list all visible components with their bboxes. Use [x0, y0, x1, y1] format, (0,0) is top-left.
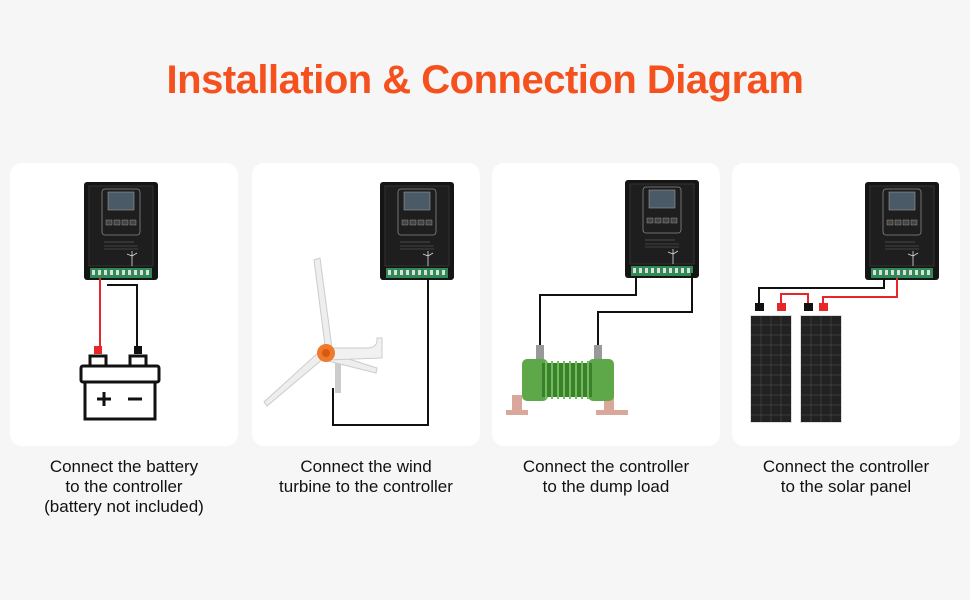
solar-panel-icon: [750, 315, 792, 423]
step-caption-battery: Connect the battery to the controller (b…: [0, 457, 249, 517]
step-caption-wind-turbine: Connect the wind turbine to the controll…: [241, 457, 491, 497]
turbine-wire: [332, 278, 429, 426]
caption-line: Connect the controller: [762, 457, 930, 476]
negative-terminal-icon: [755, 303, 764, 311]
series-wire: [780, 293, 809, 305]
dump-load-resistor-icon: [506, 345, 628, 415]
dump-load-diagram: [506, 180, 699, 415]
solar-panel-icon: [800, 315, 842, 423]
positive-terminal-icon: [819, 303, 828, 311]
solar-panel-connection-card: [732, 163, 960, 446]
page-title: Installation & Connection Diagram: [166, 58, 804, 102]
positive-terminal-icon: [777, 303, 786, 311]
negative-wire: [107, 284, 138, 350]
negative-terminal-icon: [134, 346, 142, 354]
charge-controller-icon: [84, 182, 158, 280]
wind-turbine-diagram: [263, 182, 454, 426]
negative-terminal-icon: [804, 303, 813, 311]
battery-diagram: [79, 182, 161, 421]
negative-wire: [758, 278, 885, 305]
caption-line: to the dump load: [542, 477, 670, 496]
positive-wire: [822, 278, 898, 305]
charge-controller-icon: [625, 180, 699, 278]
battery-icon: [79, 354, 161, 421]
caption-line: to the controller: [65, 477, 183, 496]
caption-line: Connect the controller: [522, 457, 690, 476]
dump-load-wire-2: [597, 273, 693, 345]
wind-turbine-connection-card: [252, 163, 480, 446]
caption-line: to the solar panel: [780, 477, 912, 496]
solar-panel-diagram: [750, 182, 939, 423]
step-caption-solar-panel: Connect the controller to the solar pane…: [721, 457, 970, 497]
caption-line: turbine to the controller: [279, 477, 453, 496]
battery-connection-card: [10, 163, 238, 446]
charge-controller-icon: [380, 182, 454, 280]
positive-terminal-icon: [94, 346, 102, 354]
dump-load-wire-1: [539, 276, 637, 345]
dump-load-connection-card: [492, 163, 720, 446]
wind-turbine-icon: [263, 257, 383, 407]
caption-line: Connect the battery: [49, 457, 199, 476]
caption-line: (battery not included): [44, 497, 204, 516]
charge-controller-icon: [865, 182, 939, 280]
caption-line: Connect the wind: [300, 457, 432, 476]
step-caption-dump-load: Connect the controller to the dump load: [481, 457, 731, 497]
